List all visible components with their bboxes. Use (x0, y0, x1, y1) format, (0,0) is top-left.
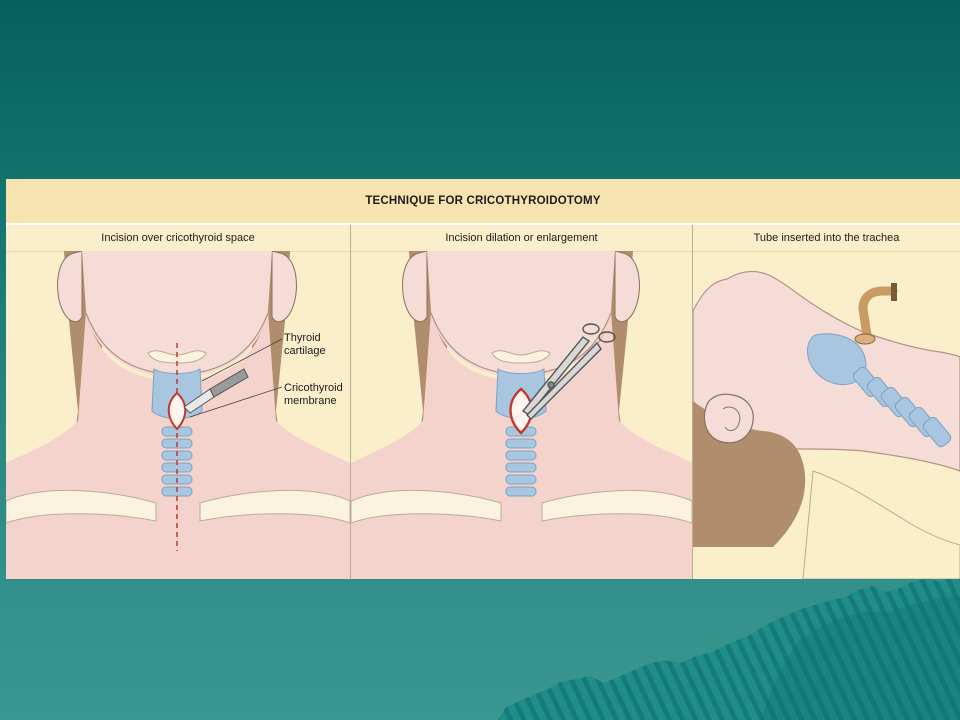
ear (703, 393, 754, 444)
panel-dilation-illustration (351, 251, 692, 579)
incision-site (167, 391, 187, 431)
panel-tube-illustration (693, 251, 960, 579)
ear-left (402, 251, 428, 323)
hyoid-bone (491, 350, 551, 364)
clavicle-right (199, 490, 350, 524)
clavicle-left (6, 490, 157, 524)
neck-front-illustration-dilation (351, 251, 692, 579)
shoulder (802, 470, 960, 579)
tracheostomy-tube-icon (854, 283, 898, 345)
figure-title: TECHNIQUE FOR CRICOTHYROIDOTOMY (6, 179, 960, 225)
panel-3-heading: Tube inserted into the trachea (693, 225, 960, 252)
panel-1-heading: Incision over cricothyroid space (6, 225, 350, 252)
neck-front-illustration-incision: Thyroid cartilage Cricothyroid membrane (6, 251, 350, 579)
scalpel-icon (183, 368, 249, 414)
panel-divider (350, 225, 351, 579)
label-cricothyroid-line2: membrane (284, 395, 337, 407)
head-profile-illustration (693, 270, 960, 579)
panel-incision-illustration: Thyroid cartilage Cricothyroid membrane (6, 251, 350, 579)
panel-2-heading: Incision dilation or enlargement (351, 225, 692, 252)
ear-detail (722, 406, 741, 431)
label-cricothyroid-line1: Cricothyroid (284, 382, 343, 394)
cricothyroidotomy-figure: TECHNIQUE FOR CRICOTHYROIDOTOMY Incision… (6, 179, 960, 579)
face (427, 251, 615, 379)
clavicle-left (351, 490, 502, 524)
hemostat-icon (521, 323, 616, 420)
trachea (505, 426, 537, 497)
face (82, 251, 272, 379)
callout-line-cricothyroid (189, 386, 283, 418)
ear-right (614, 251, 640, 323)
trachea (852, 366, 952, 448)
label-thyroid-line1: Thyroid (284, 332, 321, 344)
ear-right (271, 251, 297, 323)
label-thyroid-line2: cartilage (284, 345, 326, 357)
callout-line-thyroid (201, 338, 283, 382)
clavicle-right (541, 490, 692, 524)
dilated-incision (509, 387, 533, 435)
ear-left (57, 251, 83, 323)
